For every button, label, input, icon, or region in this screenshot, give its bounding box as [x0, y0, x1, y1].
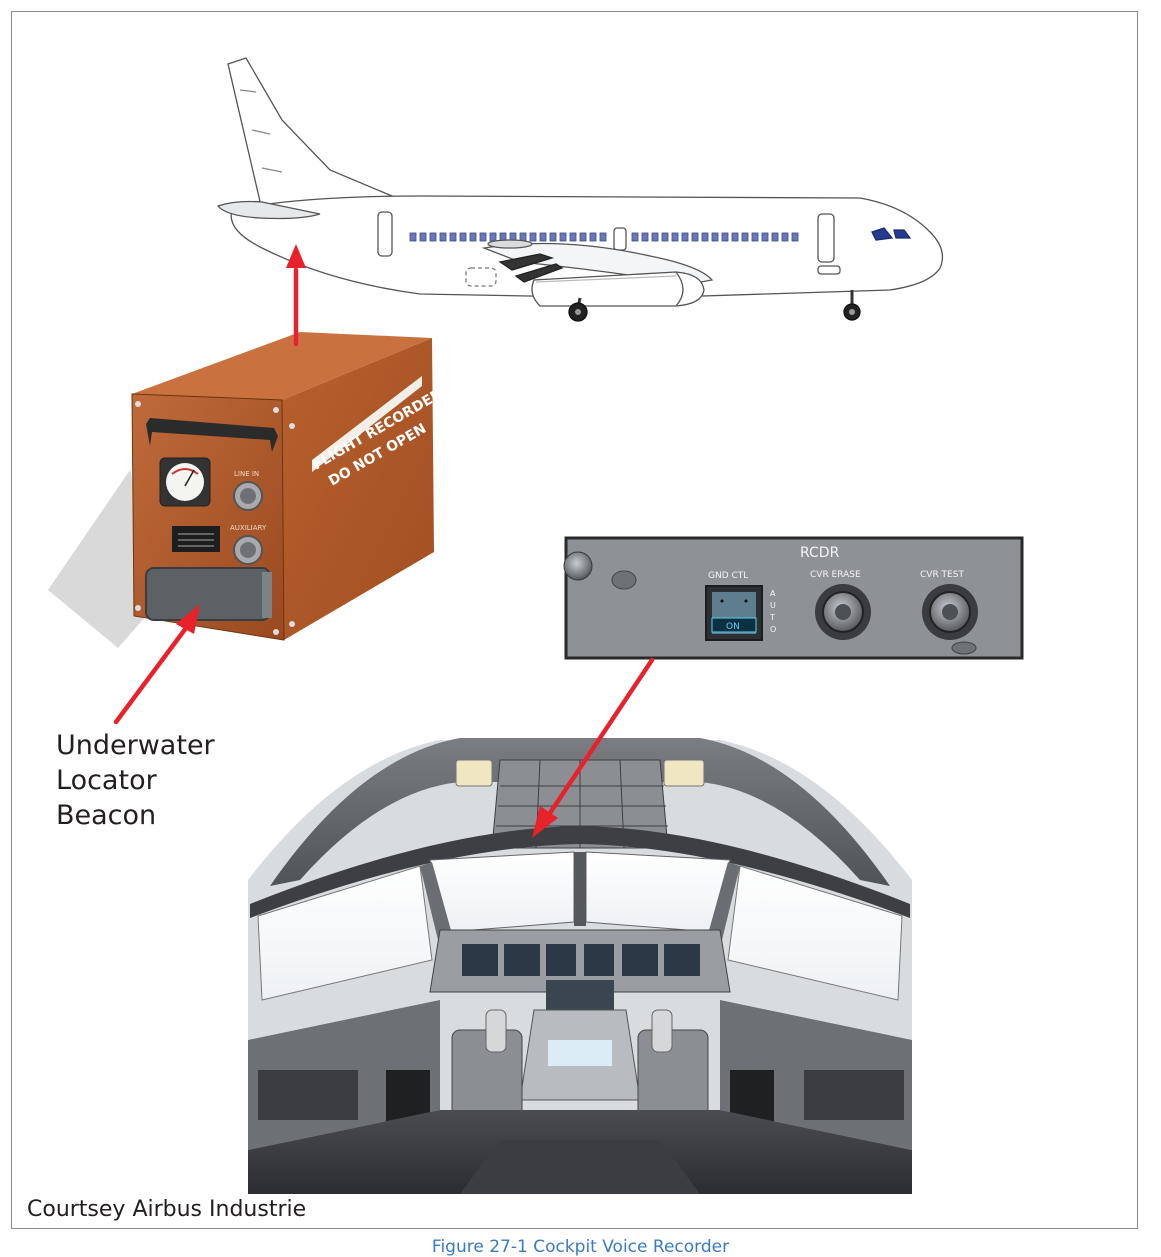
- auxiliary-label: AUXILIARY: [230, 524, 267, 532]
- flight-recorder-unit: [48, 332, 434, 648]
- beacon-label-line-3: Beacon: [56, 798, 296, 833]
- cockpit-image: [248, 732, 912, 1194]
- rcdr-title: RCDR: [800, 545, 840, 561]
- image-credit: Courtsey Airbus Industrie: [27, 1196, 306, 1224]
- cvr-erase-label: CVR ERASE: [810, 570, 861, 580]
- auto-letter-t: T: [769, 613, 775, 622]
- figure-caption: Figure 27-1 Cockpit Voice Recorder: [0, 1237, 1161, 1257]
- beacon-label-line-2: Locator: [56, 763, 296, 798]
- rcdr-panel: [564, 538, 1022, 658]
- gnd-ctl-label: GND CTL: [708, 571, 748, 581]
- switch-state-label: ON: [726, 622, 740, 632]
- line-in-label: LINE IN: [234, 470, 259, 478]
- beacon-label-line-1: Underwater: [56, 728, 296, 763]
- airplane-drawing: [218, 58, 942, 321]
- auto-letter-o: O: [770, 625, 776, 634]
- cvr-test-label: CVR TEST: [920, 570, 964, 580]
- auto-letter-u: U: [770, 601, 776, 610]
- auto-letter-a: A: [770, 589, 776, 598]
- beacon-label: Underwater Locator Beacon: [56, 728, 296, 833]
